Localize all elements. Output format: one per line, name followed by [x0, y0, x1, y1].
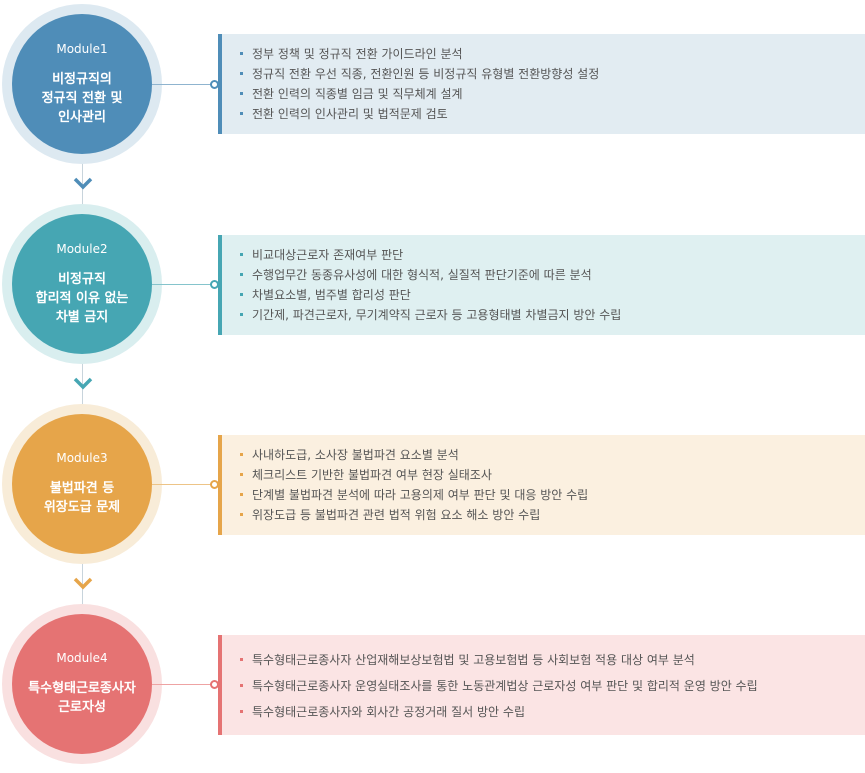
- module-detail-box: 사내하도급, 소사장 불법파견 요소별 분석 체크리스트 기반한 불법파견 여부…: [218, 435, 865, 535]
- module-circle: Module2 비정규직 합리적 이유 없는 차별 금지: [12, 214, 152, 354]
- module-4: Module4 특수형태근로종사자 근로자성 특수형태근로종사자 산업재해보상보…: [0, 604, 865, 764]
- list-item: 사내하도급, 소사장 불법파견 요소별 분석: [240, 445, 865, 465]
- list-item: 체크리스트 기반한 불법파견 여부 현장 실태조사: [240, 465, 865, 485]
- list-item: 위장도급 등 불법파견 관련 법적 위험 요소 해소 방안 수립: [240, 505, 865, 525]
- module-3: Module3 불법파견 등 위장도급 문제 사내하도급, 소사장 불법파견 요…: [0, 404, 865, 564]
- list-item: 정부 정책 및 정규직 전환 가이드라인 분석: [240, 44, 865, 64]
- list-item: 차별요소별, 범주별 합리성 판단: [240, 285, 865, 305]
- connector-line: [152, 684, 216, 685]
- list-item: 전환 인력의 인사관리 및 법적문제 검토: [240, 104, 865, 124]
- module-title: 불법파견 등 위장도급 문제: [43, 481, 121, 515]
- list-item: 전환 인력의 직종별 임금 및 직무체계 설계: [240, 84, 865, 104]
- module-label: Module4: [56, 651, 108, 665]
- list-item: 비교대상근로자 존재여부 판단: [240, 245, 865, 265]
- list-item: 정규직 전환 우선 직종, 전환인원 등 비정규직 유형별 전환방향성 설정: [240, 64, 865, 84]
- list-item: 기간제, 파견근로자, 무기계약직 근로자 등 고용형태별 차별금지 방안 수립: [240, 305, 865, 325]
- list-item: 특수형태근로종사자와 회사간 공정거래 질서 방안 수립: [240, 699, 865, 725]
- module-circle: Module4 특수형태근로종사자 근로자성: [12, 614, 152, 754]
- connector-line: [152, 84, 216, 85]
- module-1: Module1 비정규직의 정규직 전환 및 인사관리 정부 정책 및 정규직 …: [0, 4, 865, 164]
- list-item: 단계별 불법파견 분석에 따라 고용의제 여부 판단 및 대응 방안 수립: [240, 485, 865, 505]
- list-item: 특수형태근로종사자 운영실태조사를 통한 노동관계법상 근로자성 여부 판단 및…: [240, 673, 865, 699]
- module-title: 비정규직의 정규직 전환 및 인사관리: [41, 71, 123, 125]
- module-title: 비정규직 합리적 이유 없는 차별 금지: [35, 271, 129, 325]
- list-item: 특수형태근로종사자 산업재해보상보험법 및 고용보험법 등 사회보험 적용 대상…: [240, 647, 865, 673]
- module-2: Module2 비정규직 합리적 이유 없는 차별 금지 비교대상근로자 존재여…: [0, 204, 865, 364]
- detail-list: 사내하도급, 소사장 불법파견 요소별 분석 체크리스트 기반한 불법파견 여부…: [240, 445, 865, 525]
- list-item: 수행업무간 동종유사성에 대한 형식적, 실질적 판단기준에 따른 분석: [240, 265, 865, 285]
- module-detail-box: 정부 정책 및 정규직 전환 가이드라인 분석 정규직 전환 우선 직종, 전환…: [218, 34, 865, 134]
- module-circle: Module1 비정규직의 정규직 전환 및 인사관리: [12, 14, 152, 154]
- connector-line: [152, 284, 216, 285]
- flow-line: [82, 362, 83, 406]
- module-circle: Module3 불법파견 등 위장도급 문제: [12, 414, 152, 554]
- chevron-down-icon: [73, 177, 93, 190]
- module-title: 특수형태근로종사자 근로자성: [28, 681, 136, 715]
- connector-line: [152, 484, 216, 485]
- module-label: Module1: [56, 41, 108, 56]
- flow-line: [82, 562, 83, 606]
- module-label: Module3: [56, 451, 108, 465]
- module-label: Module2: [56, 241, 108, 256]
- chevron-down-icon: [73, 377, 93, 390]
- flow-line: [82, 160, 83, 206]
- chevron-down-icon: [73, 577, 93, 590]
- module-detail-box: 특수형태근로종사자 산업재해보상보험법 및 고용보험법 등 사회보험 적용 대상…: [218, 635, 865, 735]
- module-detail-box: 비교대상근로자 존재여부 판단 수행업무간 동종유사성에 대한 형식적, 실질적…: [218, 235, 865, 335]
- detail-list: 비교대상근로자 존재여부 판단 수행업무간 동종유사성에 대한 형식적, 실질적…: [240, 245, 865, 325]
- detail-list: 정부 정책 및 정규직 전환 가이드라인 분석 정규직 전환 우선 직종, 전환…: [240, 44, 865, 124]
- detail-list: 특수형태근로종사자 산업재해보상보험법 및 고용보험법 등 사회보험 적용 대상…: [240, 647, 865, 725]
